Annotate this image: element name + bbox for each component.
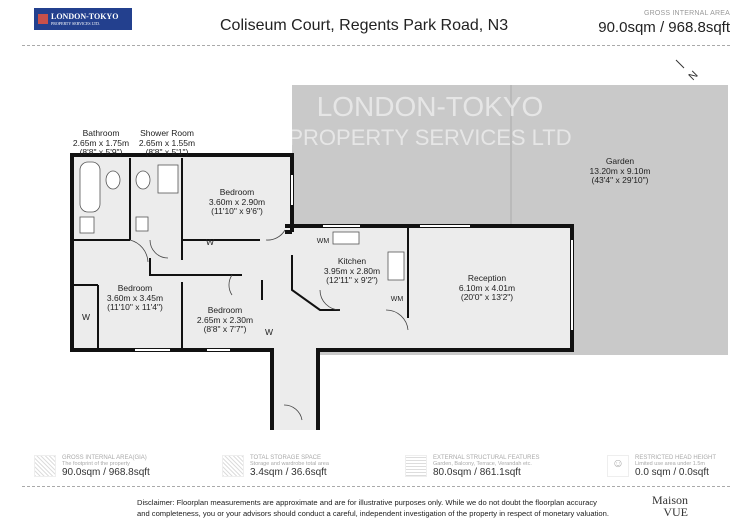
- room-label-bedroom-3: Bedroom 2.65m x 2.30m (8'8" x 7'7"): [197, 305, 253, 334]
- compass-label: N: [686, 69, 700, 83]
- svg-text:(20'0" x 13'2"): (20'0" x 13'2"): [461, 292, 513, 302]
- svg-text:Garden: Garden: [606, 156, 635, 166]
- sink-icon: [79, 216, 95, 234]
- svg-text:3.60m x 2.90m: 3.60m x 2.90m: [209, 197, 265, 207]
- svg-text:2.65m x 1.55m: 2.65m x 1.55m: [139, 138, 195, 148]
- washing-machine-label: WM: [391, 296, 404, 303]
- property-title: Coliseum Court, Regents Park Road, N3: [220, 17, 509, 34]
- svg-text:(8'8" x 7'7"): (8'8" x 7'7"): [204, 324, 247, 334]
- toilet-icon: [105, 170, 121, 190]
- room-label-bathroom: Bathroom 2.65m x 1.75m (8'8" x 5'9"): [73, 128, 129, 157]
- svg-text:(12'11" x 9'2"): (12'11" x 9'2"): [326, 275, 378, 285]
- logo-line1: LONDON-TOKYO: [51, 11, 119, 21]
- svg-text:13.20m x 9.10m: 13.20m x 9.10m: [590, 166, 651, 176]
- windows: [135, 175, 573, 351]
- door-swings: [129, 229, 409, 421]
- svg-text:2.65m x 1.75m: 2.65m x 1.75m: [73, 138, 129, 148]
- wardrobe-label: W: [265, 327, 273, 337]
- svg-text:2.65m x 2.30m: 2.65m x 2.30m: [197, 315, 253, 325]
- footer-divider: [22, 486, 730, 487]
- walls: [70, 153, 574, 430]
- header-divider: [22, 45, 730, 46]
- svg-text:(8'8" x 5'9"): (8'8" x 5'9"): [80, 147, 123, 157]
- brand-logo: Maison VUE: [652, 493, 688, 519]
- svg-text:(11'10" x 9'6"): (11'10" x 9'6"): [211, 206, 263, 216]
- gia-value: 90.0sqm / 968.8sqft: [598, 19, 730, 36]
- svg-text:(8'8" x 5'1"): (8'8" x 5'1"): [146, 147, 189, 157]
- bathtub-icon: [79, 161, 101, 213]
- svg-text:3.60m x 3.45m: 3.60m x 3.45m: [107, 293, 163, 303]
- wardrobe-label: W: [82, 312, 90, 322]
- company-logo: LONDON-TOKYO PROPERTY SERVICES LTD.: [34, 8, 132, 30]
- logo-line2: PROPERTY SERVICES LTD.: [51, 20, 101, 26]
- room-label-kitchen: Kitchen 3.95m x 2.80m (12'11" x 9'2"): [324, 256, 380, 285]
- room-label-garden: Garden 13.20m x 9.10m (43'4" x 29'10"): [590, 156, 651, 185]
- svg-text:PROPERTY SERVICES LTD: PROPERTY SERVICES LTD: [288, 125, 571, 150]
- room-label-shower-room: Shower Room 2.65m x 1.55m (8'8" x 5'1"): [139, 128, 195, 157]
- logo-emblem: [38, 14, 48, 24]
- washing-machine-label: WM: [317, 238, 330, 245]
- svg-text:6.10m x 4.01m: 6.10m x 4.01m: [459, 283, 515, 293]
- room-label-bedroom-1: Bedroom 3.60m x 2.90m (11'10" x 9'6"): [209, 187, 265, 216]
- gia-label: GROSS INTERNAL AREA: [643, 10, 730, 17]
- hob-icon: [387, 251, 405, 281]
- fixtures: [79, 161, 405, 281]
- wardrobe-label: W: [206, 237, 214, 247]
- svg-text:Bedroom: Bedroom: [220, 187, 255, 197]
- shower-tray-icon: [157, 164, 179, 194]
- north-compass-icon: N: [675, 59, 701, 83]
- room-label-reception: Reception 6.10m x 4.01m (20'0" x 13'2"): [459, 273, 515, 302]
- svg-text:Kitchen: Kitchen: [338, 256, 367, 266]
- stat-gia: GROSS INTERNAL AREA(GIA)The footprint of…: [34, 455, 150, 478]
- svg-text:LONDON-TOKYO: LONDON-TOKYO: [317, 91, 544, 122]
- watermark: LONDON-TOKYO PROPERTY SERVICES LTD: [288, 91, 571, 150]
- toilet-icon: [135, 170, 151, 190]
- svg-text:Bedroom: Bedroom: [208, 305, 243, 315]
- disclaimer: Disclaimer: Floorplan measurements are a…: [137, 498, 609, 518]
- grid-swatch-icon: [405, 455, 427, 477]
- svg-text:Bedroom: Bedroom: [118, 283, 153, 293]
- svg-text:(11'10" x 11'4"): (11'10" x 11'4"): [107, 302, 163, 312]
- floorplan: N: [70, 59, 728, 430]
- hatch-swatch-icon: [34, 455, 56, 477]
- svg-text:Reception: Reception: [468, 273, 507, 283]
- svg-text:Bathroom: Bathroom: [83, 128, 120, 138]
- svg-text:Shower Room: Shower Room: [140, 128, 194, 138]
- sink-icon: [135, 216, 149, 232]
- svg-text:3.95m x 2.80m: 3.95m x 2.80m: [324, 266, 380, 276]
- kitchen-sink-icon: [332, 231, 360, 245]
- person-icon: ☺: [607, 455, 629, 477]
- storage-swatch-icon: [222, 455, 244, 477]
- room-label-bedroom-2: Bedroom 3.60m x 3.45m (11'10" x 11'4"): [107, 283, 163, 312]
- svg-text:(43'4" x 29'10"): (43'4" x 29'10"): [591, 175, 648, 185]
